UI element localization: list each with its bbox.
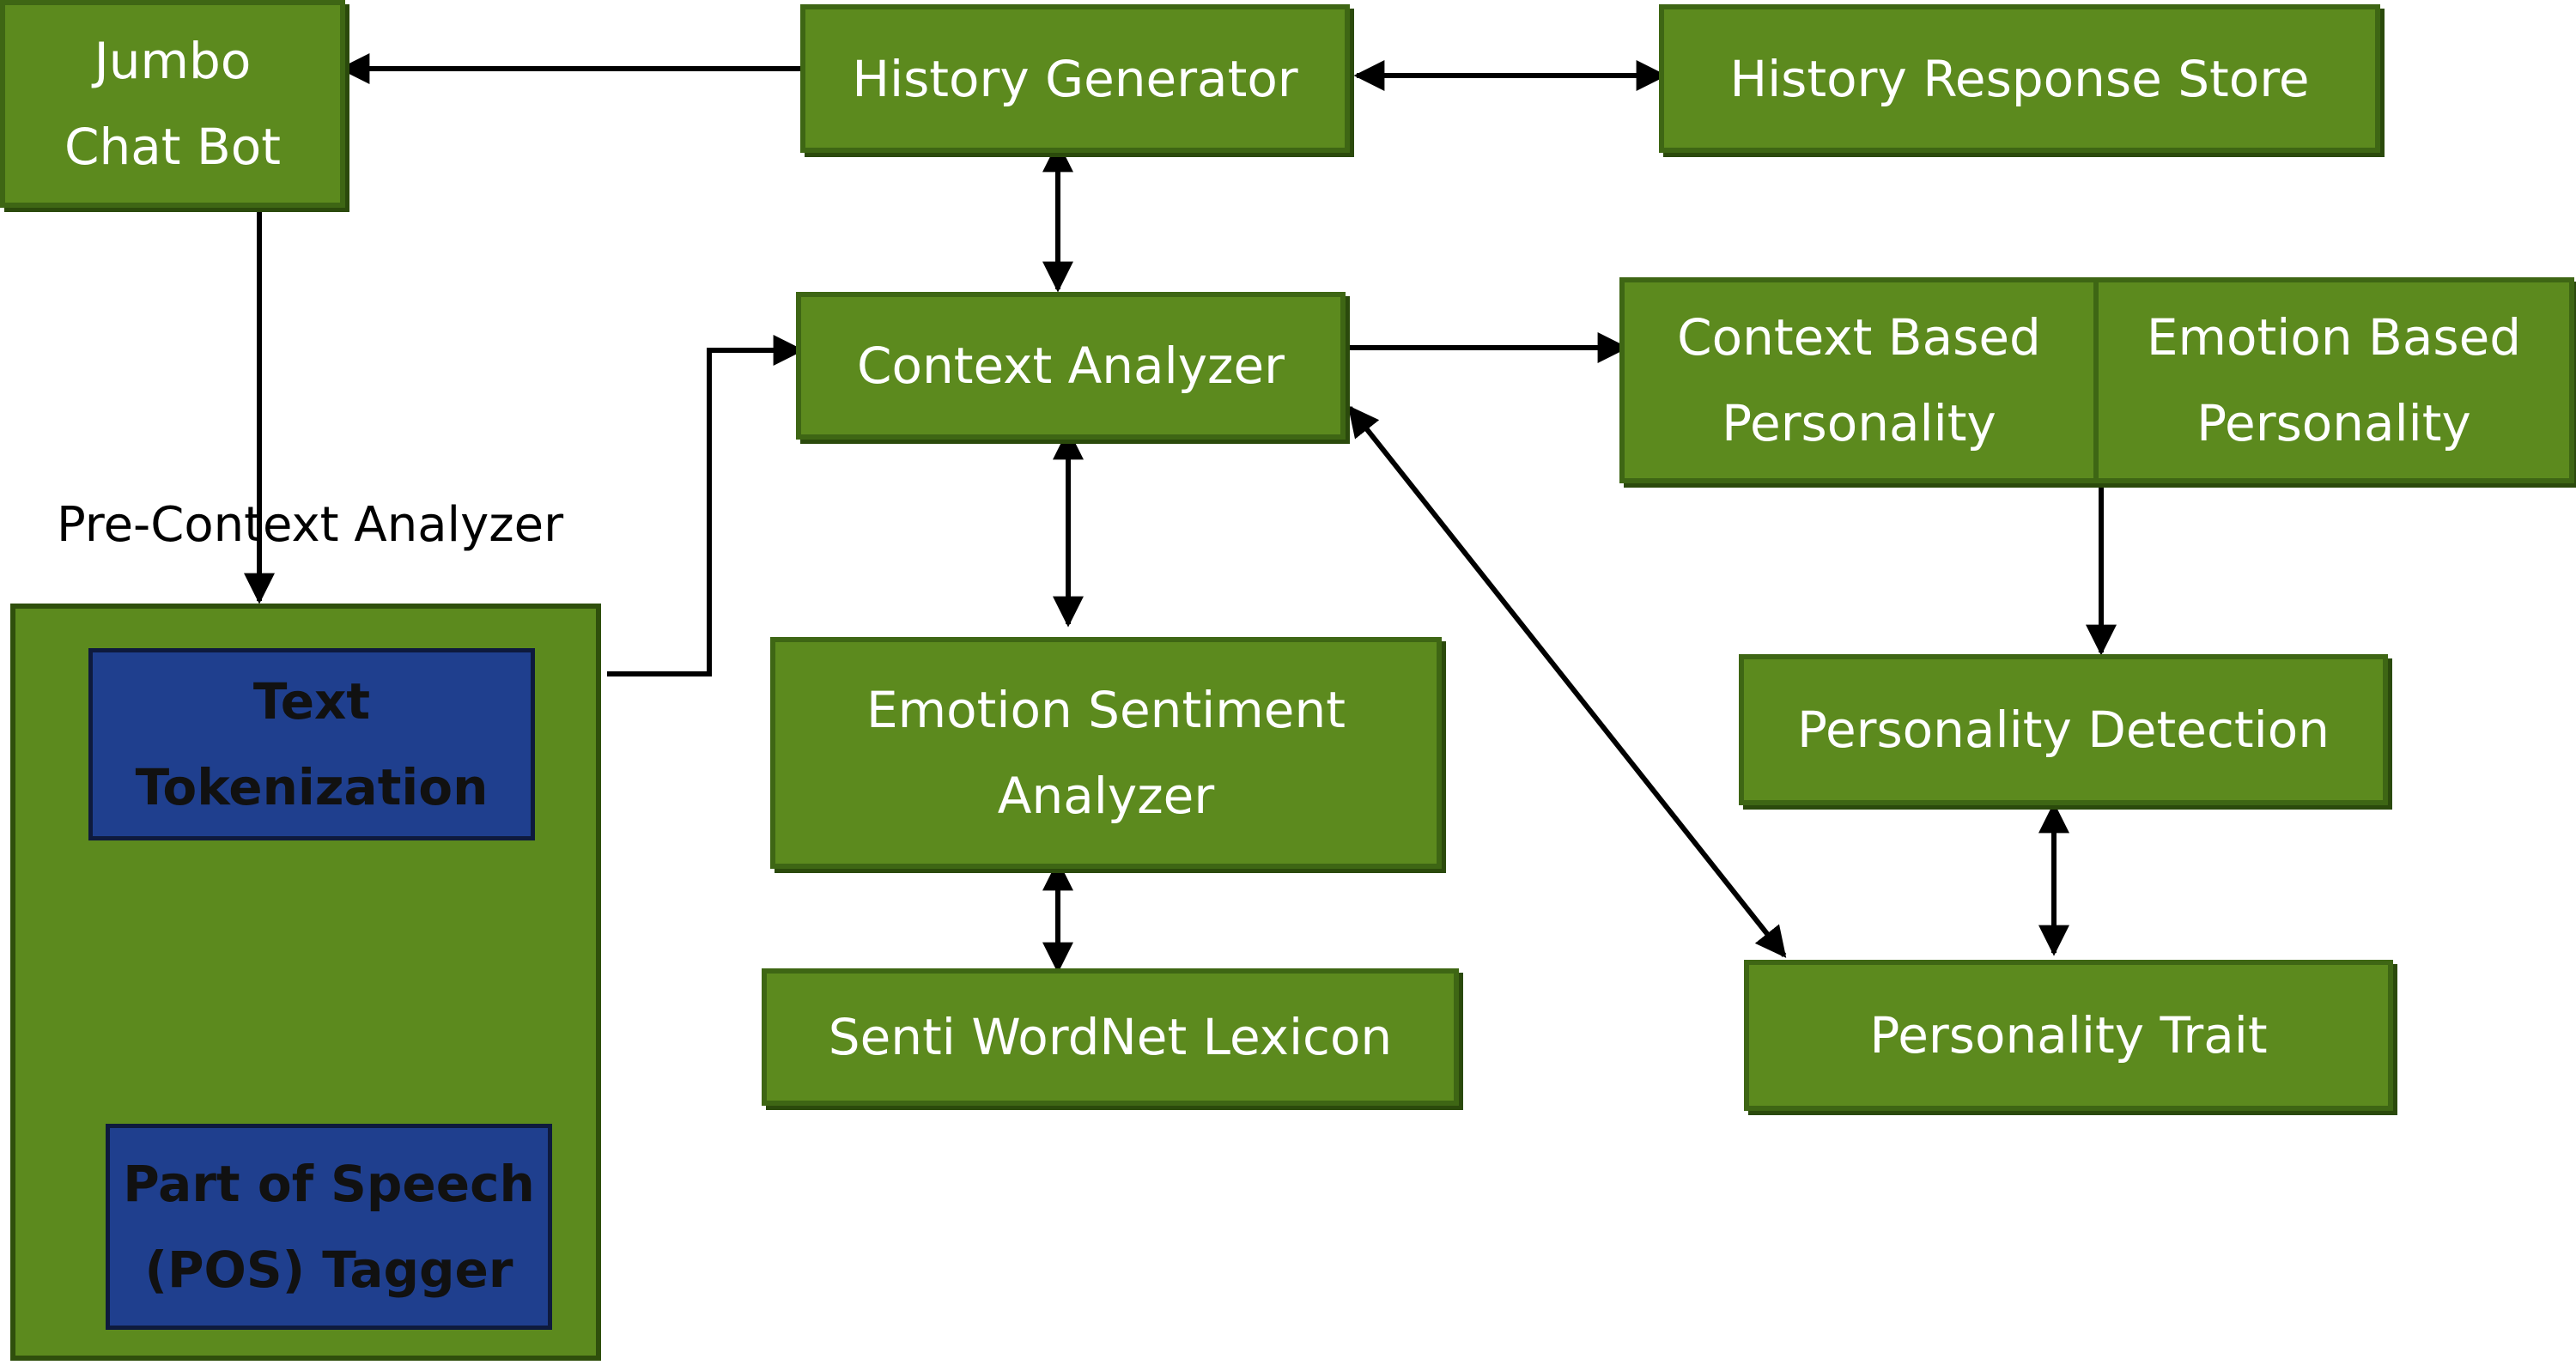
context-based-personality-line-2: Personality — [1722, 394, 1996, 452]
pos-tagger-node: Part of Speech (POS) Tagger — [106, 1124, 552, 1330]
emotion-based-personality-line-2: Personality — [2196, 394, 2471, 452]
personality-trait-label: Personality Trait — [1869, 1006, 2268, 1065]
pos-tagger-line-1: Part of Speech — [123, 1155, 535, 1213]
text-tokenization-line-2: Tokenization — [135, 758, 489, 816]
emotion-sentiment-analyzer-line-2: Analyzer — [997, 767, 1215, 825]
jumbo-chat-bot-line-2: Chat Bot — [64, 118, 281, 176]
arrow-precontext-context — [607, 335, 805, 676]
emotion-based-personality-line-1: Emotion Based — [2146, 308, 2522, 367]
context-analyzer-label: Context Analyzer — [856, 337, 1285, 395]
personality-trait-node: Personality Trait — [1744, 960, 2393, 1111]
context-analyzer-node: Context Analyzer — [796, 292, 1346, 440]
pos-tagger-line-2: (POS) Tagger — [144, 1241, 513, 1299]
emotion-sentiment-analyzer-node: Emotion Sentiment Analyzer — [770, 637, 1442, 869]
text-tokenization-line-1: Text — [252, 672, 371, 731]
personality-detection-label: Personality Detection — [1797, 701, 2330, 759]
emotion-based-personality-node: Emotion Based Personality — [2093, 277, 2574, 483]
arrow-context-trait — [1347, 405, 1787, 958]
text-tokenization-node: Text Tokenization — [88, 648, 535, 840]
history-generator-label: History Generator — [852, 49, 1298, 108]
senti-wordnet-lexicon-label: Senti WordNet Lexicon — [828, 1008, 1393, 1066]
emotion-sentiment-analyzer-line-1: Emotion Sentiment — [866, 681, 1346, 739]
senti-wordnet-lexicon-node: Senti WordNet Lexicon — [762, 968, 1459, 1106]
personality-detection-node: Personality Detection — [1739, 654, 2388, 805]
history-response-store-node: History Response Store — [1659, 4, 2380, 153]
history-response-store-label: History Response Store — [1729, 49, 2310, 108]
pre-context-analyzer-label: Pre-Context Analyzer — [57, 497, 564, 553]
jumbo-chat-bot-line-1: Jumbo — [94, 32, 252, 90]
pre-context-analyzer-group: Text Tokenization Part of Speech (POS) T… — [10, 604, 601, 1361]
context-based-personality-node: Context Based Personality — [1619, 277, 2099, 483]
history-generator-node: History Generator — [800, 4, 1350, 153]
jumbo-chat-bot-node: Jumbo Chat Bot — [0, 0, 345, 208]
context-based-personality-line-1: Context Based — [1677, 308, 2041, 367]
